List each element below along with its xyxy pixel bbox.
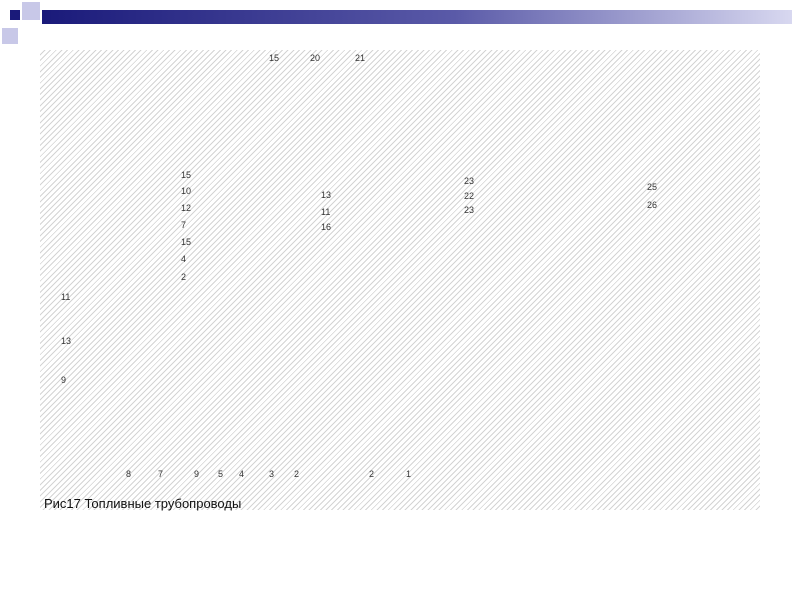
callout-label: 2: [181, 272, 187, 282]
callout-label: 2: [294, 469, 300, 479]
callout-label: 22: [464, 191, 475, 201]
callout-label: 21: [355, 53, 366, 63]
callout-label: 15: [181, 170, 192, 180]
callout-label: 11: [61, 292, 71, 302]
callout-label: 23: [464, 176, 475, 186]
callout-label: 3: [269, 469, 275, 479]
callout-label: 15: [269, 53, 280, 63]
callout-label: 23: [464, 205, 475, 215]
slide-header-bar: [42, 10, 792, 24]
callout-label: 16: [321, 222, 332, 232]
callout-label: 9: [61, 375, 67, 385]
slide-decoration-square: [2, 28, 18, 44]
callout-label: 13: [61, 336, 72, 346]
fuel-pipeline-drawing: 15 20 21 15 10 12 7 15 4 2 13 11 16 23 2…: [40, 50, 760, 510]
callout-label: 20: [310, 53, 321, 63]
callout-label: 7: [158, 469, 164, 479]
callout-label: 15: [181, 237, 192, 247]
figure-caption: Рис17 Топливные трубопроводы: [44, 496, 242, 511]
callout-label: 5: [218, 469, 224, 479]
callout-label: 2: [369, 469, 375, 479]
callout-label: 4: [239, 469, 245, 479]
callout-label: 11: [321, 207, 331, 217]
slide-decoration-square: [22, 2, 40, 20]
callout-label: 4: [181, 254, 187, 264]
callout-label: 25: [647, 182, 658, 192]
slide-decoration-square: [10, 10, 20, 20]
callout-label: 8: [126, 469, 132, 479]
callout-label: 9: [194, 469, 200, 479]
callout-label: 13: [321, 190, 332, 200]
callout-label: 12: [181, 203, 192, 213]
callout-label: 10: [181, 186, 192, 196]
callout-label: 1: [406, 469, 412, 479]
callout-label: 7: [181, 220, 187, 230]
callout-label: 26: [647, 200, 658, 210]
